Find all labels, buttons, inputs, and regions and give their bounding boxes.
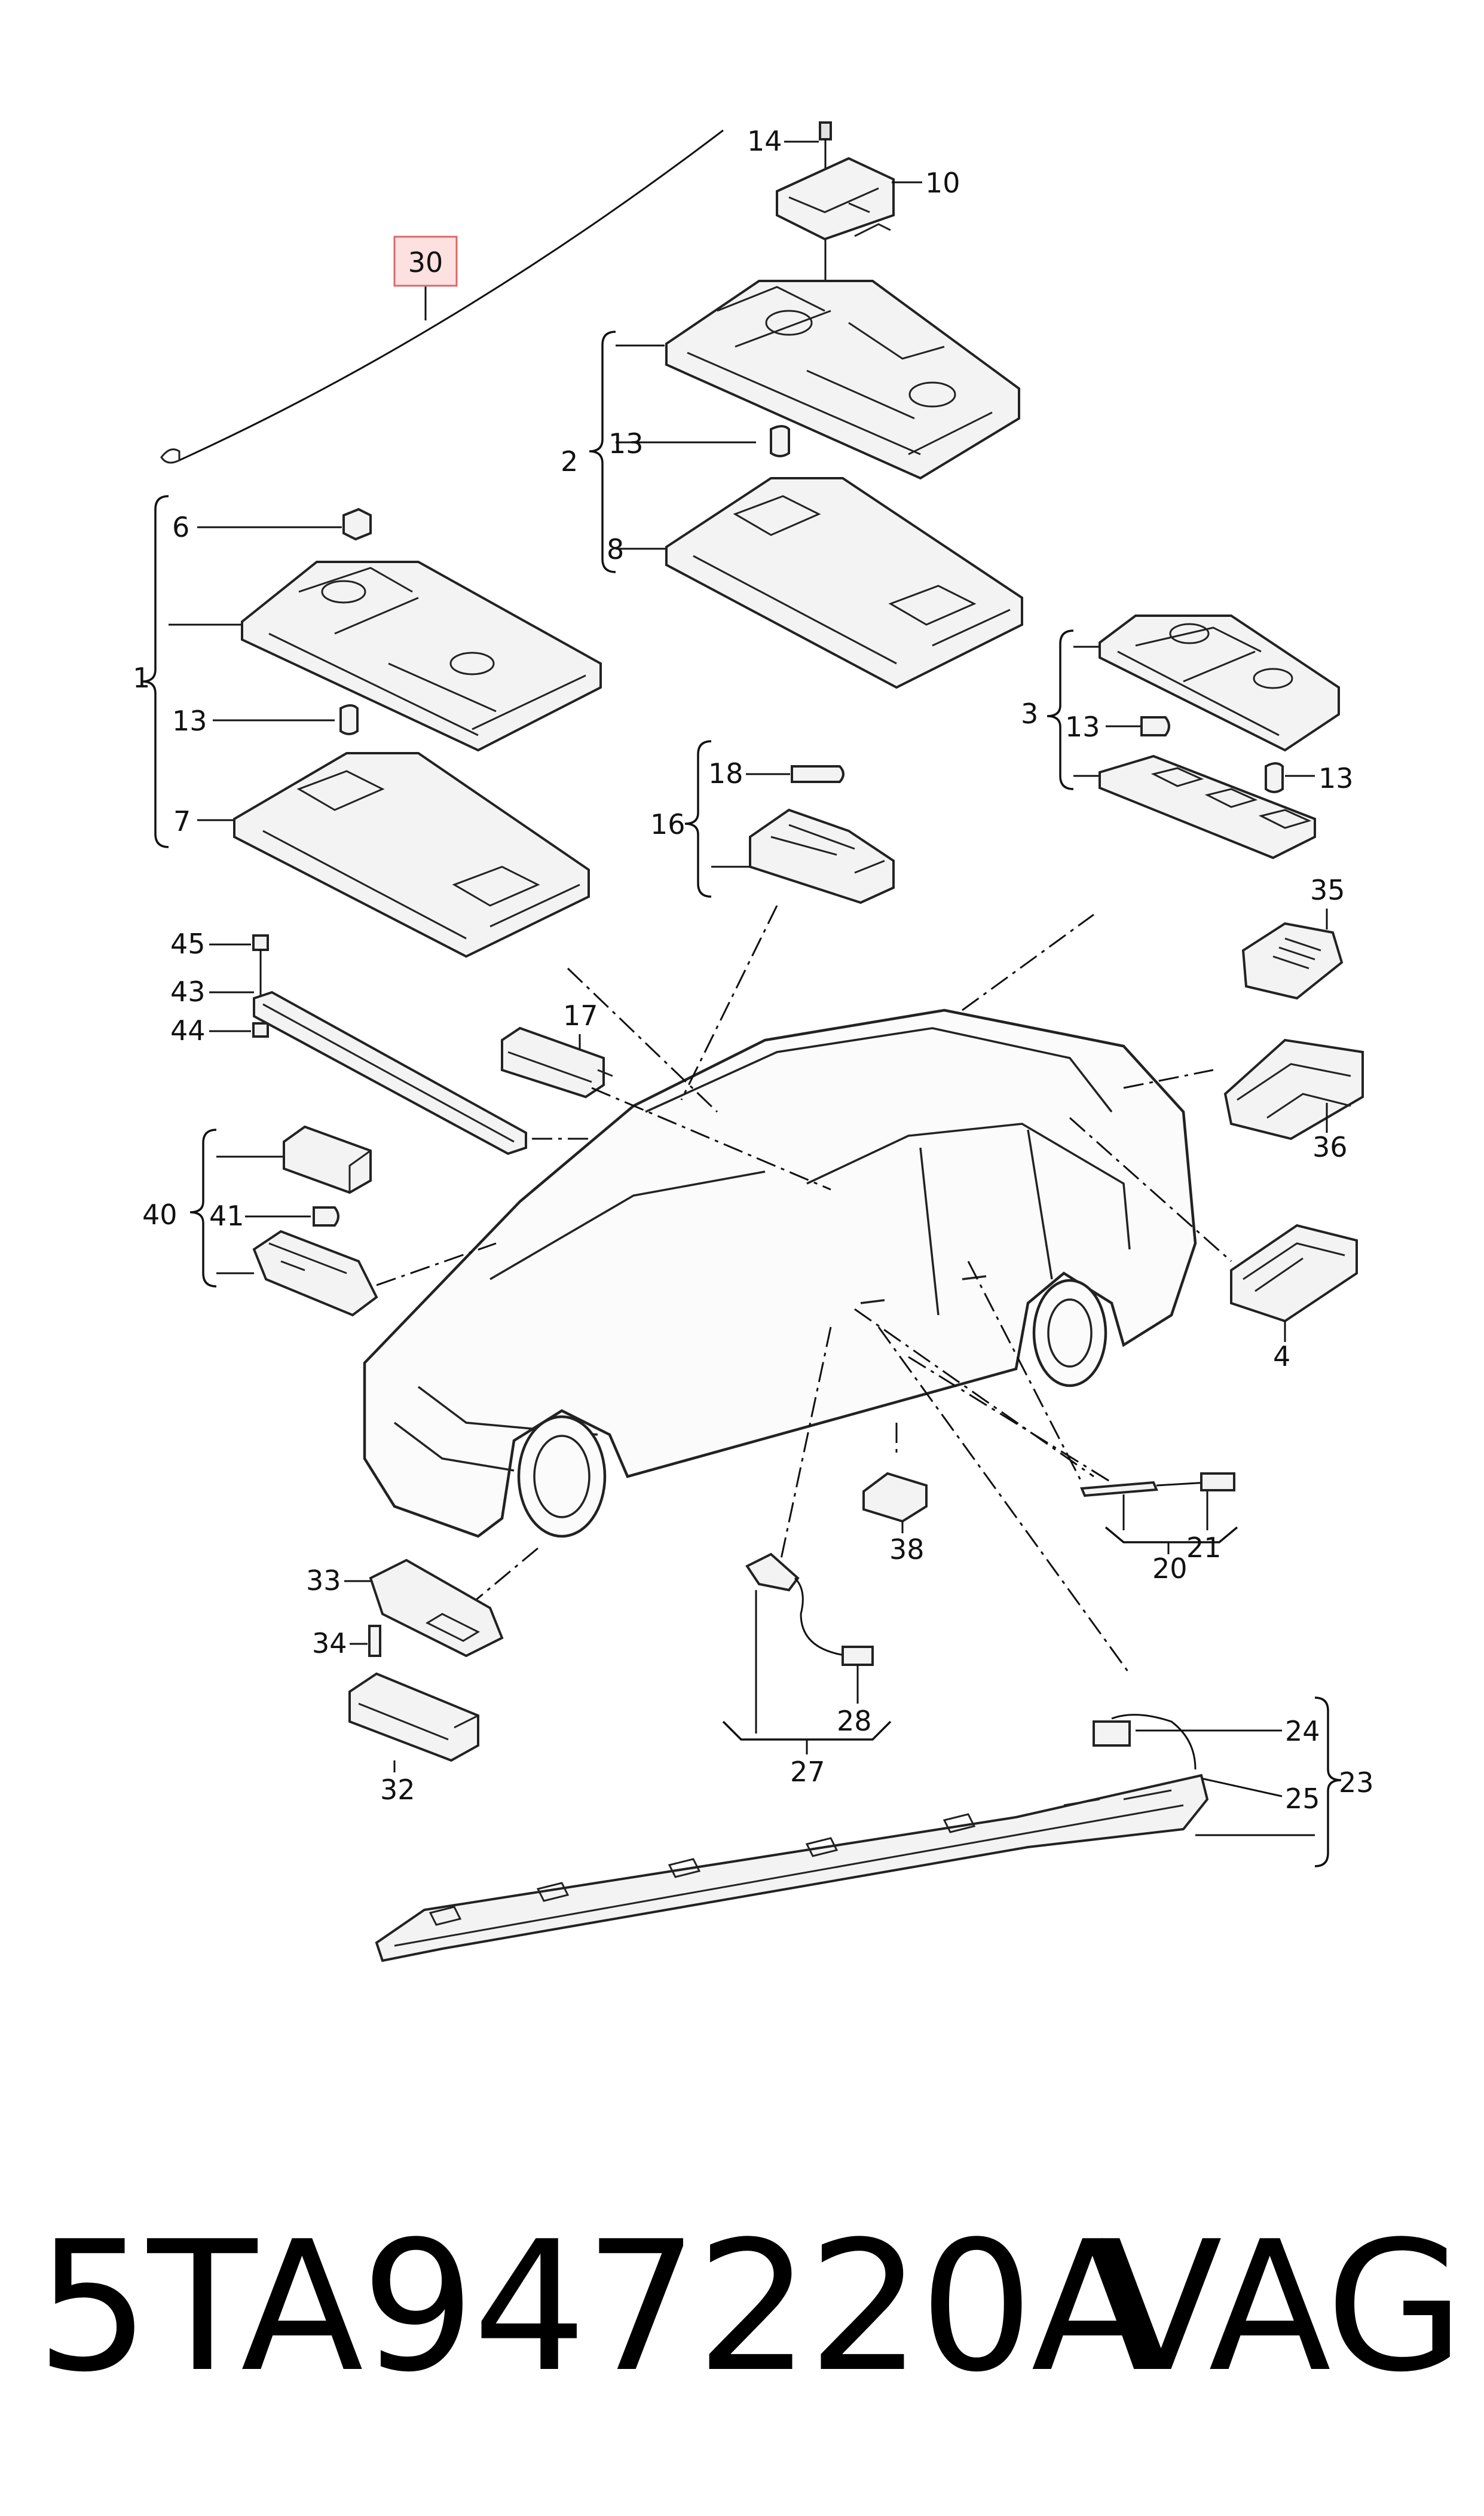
car-illustration — [363, 1008, 1197, 1538]
callout-10: 10 — [925, 167, 960, 199]
callout-13c: 13 — [1065, 711, 1100, 743]
callout-23: 23 — [1339, 1766, 1374, 1799]
callout-45: 45 — [170, 928, 206, 960]
callout-3: 3 — [1021, 698, 1038, 730]
group-3: 3 13 13 — [1021, 615, 1354, 860]
callout-33: 33 — [306, 1564, 341, 1597]
callout-6: 6 — [172, 511, 189, 543]
callout-18: 18 — [708, 757, 743, 790]
callout-30: 30 — [408, 246, 443, 279]
assembly-lines — [376, 905, 1232, 1674]
part-17-module: 17 — [501, 999, 613, 1099]
part-30-cable: 30 — [160, 129, 724, 464]
part-10-module: 14 10 — [747, 121, 960, 383]
callout-2: 2 — [561, 445, 578, 478]
callout-14: 14 — [747, 125, 782, 157]
callout-7: 7 — [173, 805, 191, 837]
group-16: 16 18 — [650, 740, 895, 904]
part-35-36: 35 36 — [1223, 874, 1364, 1163]
callout-36: 36 — [1312, 1131, 1348, 1163]
group-32-34: 33 34 32 — [306, 1558, 504, 1806]
callout-30-highlight[interactable] — [393, 236, 458, 287]
group-40: 40 41 — [142, 1125, 378, 1317]
callout-13a: 13 — [608, 427, 644, 460]
callout-44: 44 — [170, 1014, 206, 1047]
callout-20: 20 — [1152, 1552, 1188, 1585]
callout-35: 35 — [1310, 874, 1345, 906]
part-43-rail: 45 43 44 — [170, 928, 640, 1155]
callout-8: 8 — [607, 533, 624, 565]
callout-21: 21 — [1186, 1531, 1222, 1564]
callout-41: 41 — [209, 1200, 244, 1232]
callout-32: 32 — [380, 1774, 415, 1806]
callout-1: 1 — [133, 662, 150, 694]
group-20: 21 20 — [1080, 1472, 1238, 1585]
callout-34: 34 — [312, 1627, 347, 1659]
brand-label: VAG — [1100, 2203, 1464, 2411]
group-23: 24 25 23 — [375, 1696, 1374, 1962]
callout-28: 28 — [837, 1705, 872, 1737]
callout-27: 27 — [790, 1756, 825, 1788]
callout-17: 17 — [563, 999, 598, 1032]
callout-25: 25 — [1285, 1783, 1320, 1815]
callout-38: 38 — [889, 1533, 925, 1566]
callout-24: 24 — [1285, 1715, 1320, 1747]
group-2: 2 13 8 — [561, 280, 1023, 689]
callout-40: 40 — [142, 1199, 178, 1231]
callout-13d: 13 — [1318, 762, 1354, 794]
part-38: 38 — [862, 1472, 928, 1566]
part-number: 5TA947220A — [36, 2203, 1153, 2411]
parts-diagram: 30 14 10 2 13 8 1 6 — [133, 121, 1374, 1962]
group-1: 1 6 13 7 — [133, 495, 602, 958]
callout-4: 4 — [1273, 1340, 1290, 1372]
part-4-lamp: 4 — [1230, 1224, 1358, 1372]
callout-43: 43 — [170, 976, 206, 1008]
callout-16: 16 — [650, 808, 686, 840]
callout-13b: 13 — [172, 705, 207, 737]
group-27: 28 27 — [722, 1552, 892, 1788]
